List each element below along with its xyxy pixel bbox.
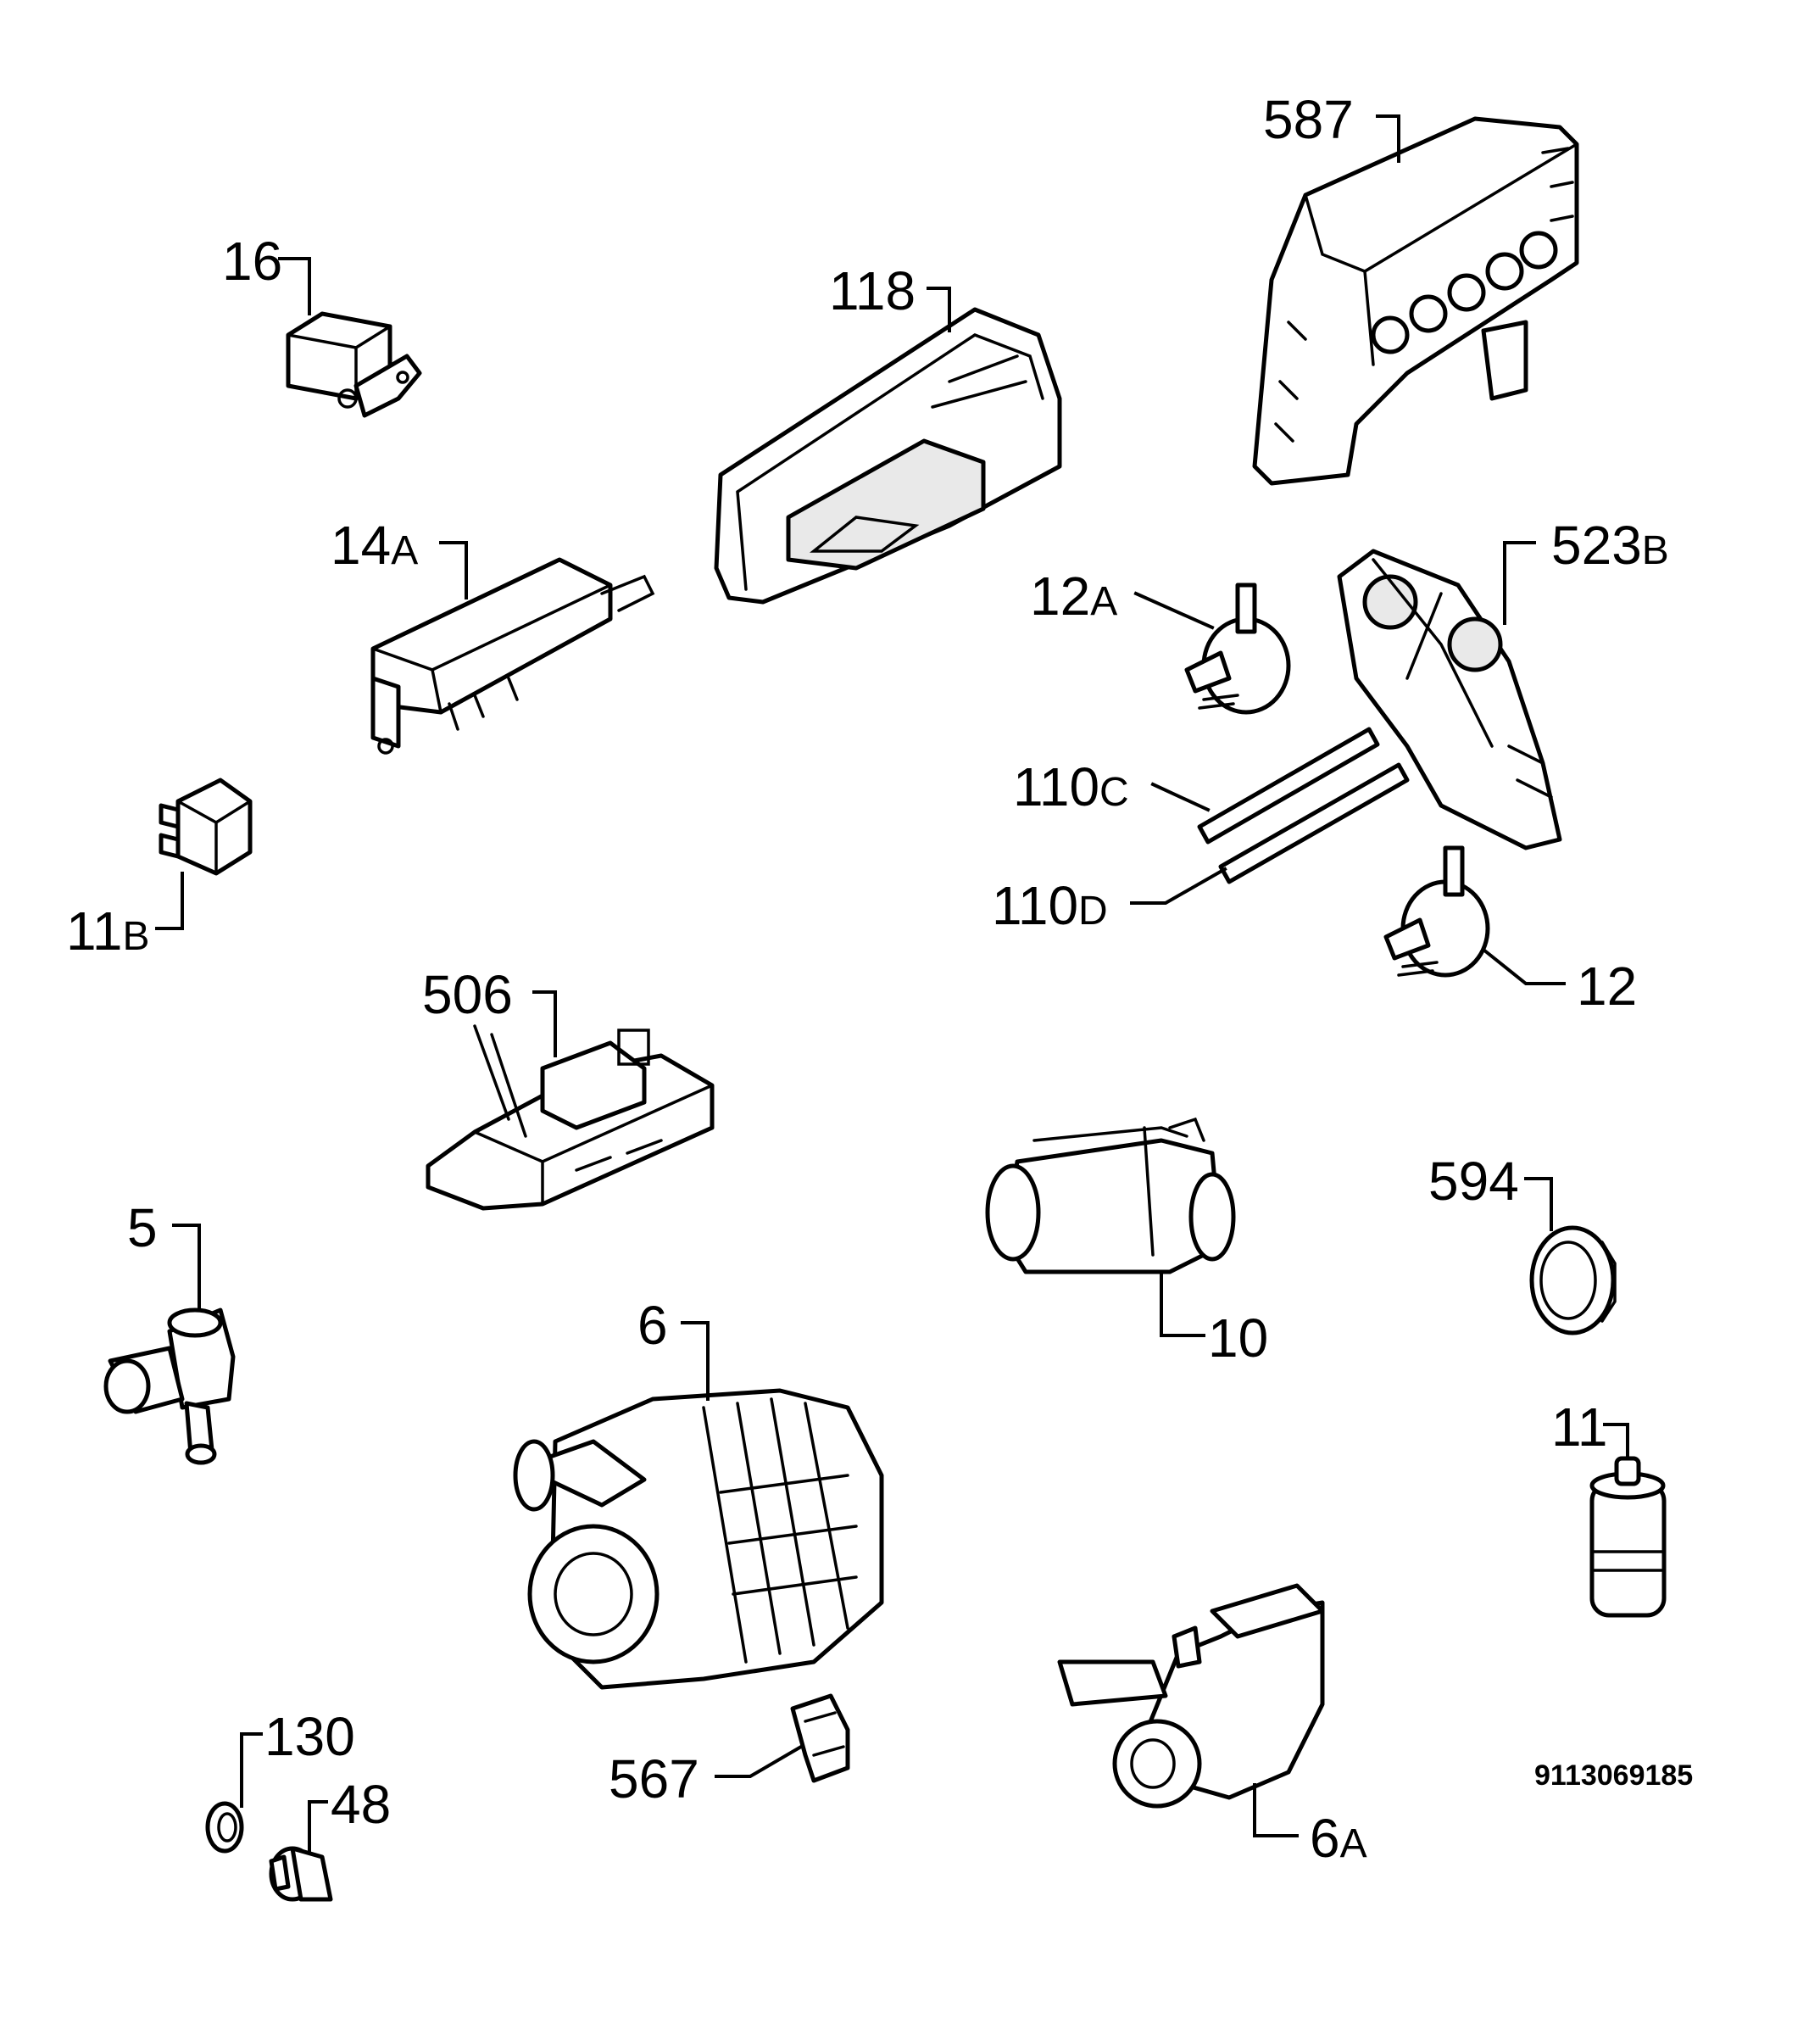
part-567-drawing (790, 1693, 850, 1783)
callout-12: 12 (1577, 956, 1637, 1017)
callout-16: 16 (222, 231, 282, 292)
callout-130: 130 (264, 1706, 355, 1767)
part-5-drawing (103, 1307, 236, 1465)
part-14a-drawing (370, 557, 655, 755)
drawing-code: 9113069185 (1534, 1759, 1693, 1792)
part-594-drawing (1529, 1225, 1617, 1335)
callout-6a: 6A (1310, 1808, 1367, 1869)
part-11-drawing (1589, 1456, 1667, 1618)
callout-5: 5 (127, 1197, 158, 1258)
part-118-drawing (714, 307, 1062, 605)
callout-14a: 14A (331, 515, 418, 576)
part-10-drawing (985, 1117, 1236, 1274)
part-6a-drawing (1057, 1583, 1325, 1809)
callout-567: 567 (609, 1748, 699, 1809)
part-130-drawing (205, 1801, 244, 1854)
callout-11b: 11B (66, 900, 149, 962)
part-506-drawing (426, 1024, 715, 1211)
part-12-drawing (1383, 845, 1490, 978)
callout-12a: 12A (1030, 566, 1117, 627)
callout-48: 48 (331, 1774, 391, 1835)
part-587-drawing (1252, 116, 1579, 486)
part-11b-drawing (159, 778, 253, 876)
callout-6: 6 (637, 1295, 668, 1356)
callout-110d: 110D (992, 875, 1108, 936)
part-16-drawing (286, 311, 422, 418)
callout-594: 594 (1428, 1151, 1519, 1212)
callout-506: 506 (422, 964, 513, 1025)
part-6-drawing (513, 1388, 884, 1690)
callout-11: 11 (1551, 1397, 1607, 1458)
part-110-tubes-drawing (1197, 727, 1410, 884)
leader-lines (155, 114, 1629, 1854)
callout-523b: 523B (1551, 515, 1669, 576)
part-523b-drawing (1337, 549, 1562, 850)
callout-10: 10 (1208, 1307, 1268, 1369)
callout-110c: 110C (1013, 756, 1129, 817)
part-12a-drawing (1184, 583, 1291, 715)
callout-118: 118 (829, 260, 916, 321)
callout-587: 587 (1263, 89, 1354, 150)
part-48-drawing (269, 1846, 333, 1902)
callout-labels: 587 16 118 14A 523B 12A 110C 110D 11B 12… (66, 89, 1669, 1869)
